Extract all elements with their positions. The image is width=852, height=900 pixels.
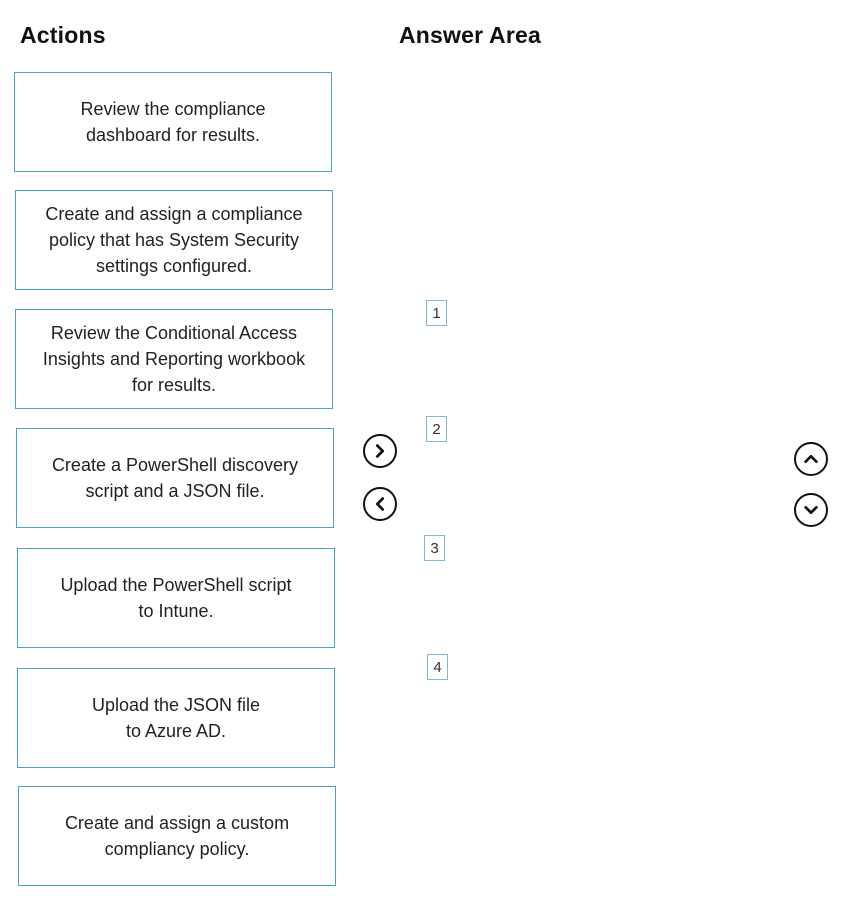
answer-slot-number-3: 3 bbox=[424, 535, 445, 561]
action-item-upload-powershell-script[interactable]: Upload the PowerShell script to Intune. bbox=[17, 548, 335, 648]
action-item-create-compliance-policy[interactable]: Create and assign a compliance policy th… bbox=[15, 190, 333, 290]
chevron-right-icon bbox=[375, 444, 385, 458]
chevron-up-icon bbox=[804, 454, 818, 464]
action-item-create-custom-compliance-policy[interactable]: Create and assign a custom compliancy po… bbox=[18, 786, 336, 886]
action-item-label: Review the Conditional Access Insights a… bbox=[42, 323, 306, 395]
answer-slot-number-2: 2 bbox=[426, 416, 447, 442]
action-item-review-conditional-access-workbook[interactable]: Review the Conditional Access Insights a… bbox=[15, 309, 333, 409]
chevron-down-icon bbox=[804, 505, 818, 515]
action-item-label: Create and assign a custom compliancy po… bbox=[64, 813, 290, 859]
action-item-create-powershell-script[interactable]: Create a PowerShell discovery script and… bbox=[16, 428, 334, 528]
action-item-label: Create a PowerShell discovery script and… bbox=[51, 455, 299, 501]
answer-slot-number-1: 1 bbox=[426, 300, 447, 326]
action-item-review-compliance-dashboard[interactable]: Review the compliance dashboard for resu… bbox=[14, 72, 332, 172]
answer-slot-number-4: 4 bbox=[427, 654, 448, 680]
action-item-label: Upload the JSON file to Azure AD. bbox=[91, 695, 261, 741]
action-item-label: Create and assign a compliance policy th… bbox=[45, 204, 303, 276]
move-left-button[interactable] bbox=[363, 487, 397, 521]
action-item-label: Review the compliance dashboard for resu… bbox=[80, 99, 266, 145]
move-up-button[interactable] bbox=[794, 442, 828, 476]
actions-heading: Actions bbox=[20, 22, 106, 48]
move-right-button[interactable] bbox=[363, 434, 397, 468]
action-item-upload-json-file[interactable]: Upload the JSON file to Azure AD. bbox=[17, 668, 335, 768]
move-down-button[interactable] bbox=[794, 493, 828, 527]
answer-area-heading: Answer Area bbox=[399, 22, 541, 48]
action-item-label: Upload the PowerShell script to Intune. bbox=[60, 575, 292, 621]
chevron-left-icon bbox=[375, 497, 385, 511]
